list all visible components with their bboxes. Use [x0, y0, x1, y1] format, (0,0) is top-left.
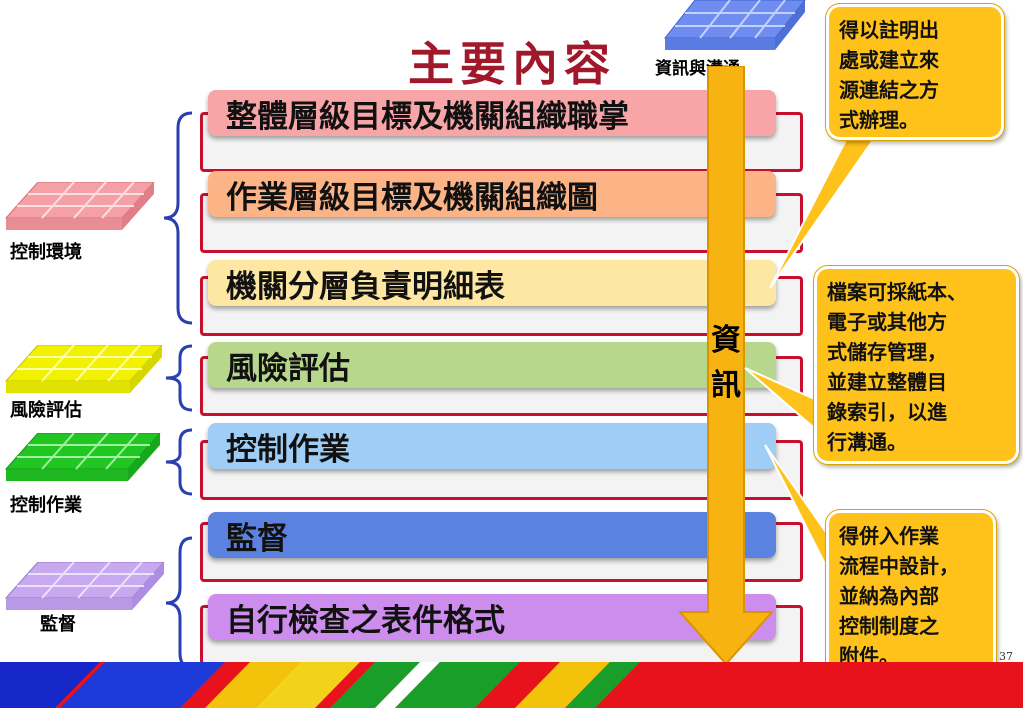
callout-line: 錄索引，以進 [827, 400, 947, 424]
callout-process-note: 得併入作業 流程中設計， 並納為內部 控制制度之 附件。 [826, 510, 996, 676]
bar-monitoring: 監督 [208, 512, 776, 558]
category-label-control-environment: 控制環境 [10, 242, 82, 263]
brick-block-icon-risk-assessment [4, 345, 163, 393]
brick-block-icon-control-activities [4, 433, 161, 481]
category-label-control-activities: 控制作業 [10, 495, 82, 516]
bar-responsibility-table: 機關分層負責明細表 [208, 260, 776, 306]
category-label-risk-assessment: 風險評估 [10, 400, 82, 421]
page-number: 37 [999, 650, 1013, 663]
callout-line: 式辦理。 [839, 108, 919, 132]
bar-operational-objectives: 作業層級目標及機關組織圖 [208, 171, 776, 217]
information-arrow [677, 66, 775, 666]
callout-line: 得併入作業 [839, 524, 939, 548]
bar-overall-objectives: 整體層級目標及機關組織職掌 [208, 90, 776, 136]
category-label-monitoring: 監督 [40, 614, 76, 635]
callout-line: 並建立整體目 [827, 370, 947, 394]
decorative-footer-stripe [0, 662, 1023, 708]
callout-line: 流程中設計， [839, 554, 959, 578]
callout-line: 源連結之方 [839, 78, 939, 102]
callout-line: 式儲存管理， [827, 340, 947, 364]
callout-line: 處或建立來 [839, 48, 939, 72]
callout-line: 得以註明出 [839, 18, 939, 42]
brace-group [163, 111, 193, 670]
callout-storage-note: 檔案可採紙本、 電子或其他方 式儲存管理， 並建立整體目 錄索引，以進 行溝通。 [814, 266, 1019, 464]
brick-block-icon-control-environment [4, 182, 155, 230]
bar-self-check-forms: 自行檢查之表件格式 [208, 594, 776, 640]
callout-line: 檔案可採紙本、 [827, 280, 967, 304]
arrow-text-1: 資 [711, 323, 741, 358]
arrow-text-2: 訊 [711, 368, 741, 403]
bar-risk-assessment: 風險評估 [208, 342, 776, 388]
brick-block-icon-monitoring [4, 562, 165, 610]
callout-line: 行溝通。 [827, 430, 907, 454]
callout-line: 並納為內部 [839, 584, 939, 608]
bar-control-activities: 控制作業 [208, 423, 776, 469]
page-title: 主要內容 [408, 37, 616, 91]
callout-line: 控制制度之 [839, 614, 939, 638]
callout-line: 電子或其他方 [827, 310, 947, 334]
callout-source-note: 得以註明出 處或建立來 源連結之方 式辦理。 [826, 4, 1004, 140]
brick-block-icon-communication [663, 0, 806, 50]
